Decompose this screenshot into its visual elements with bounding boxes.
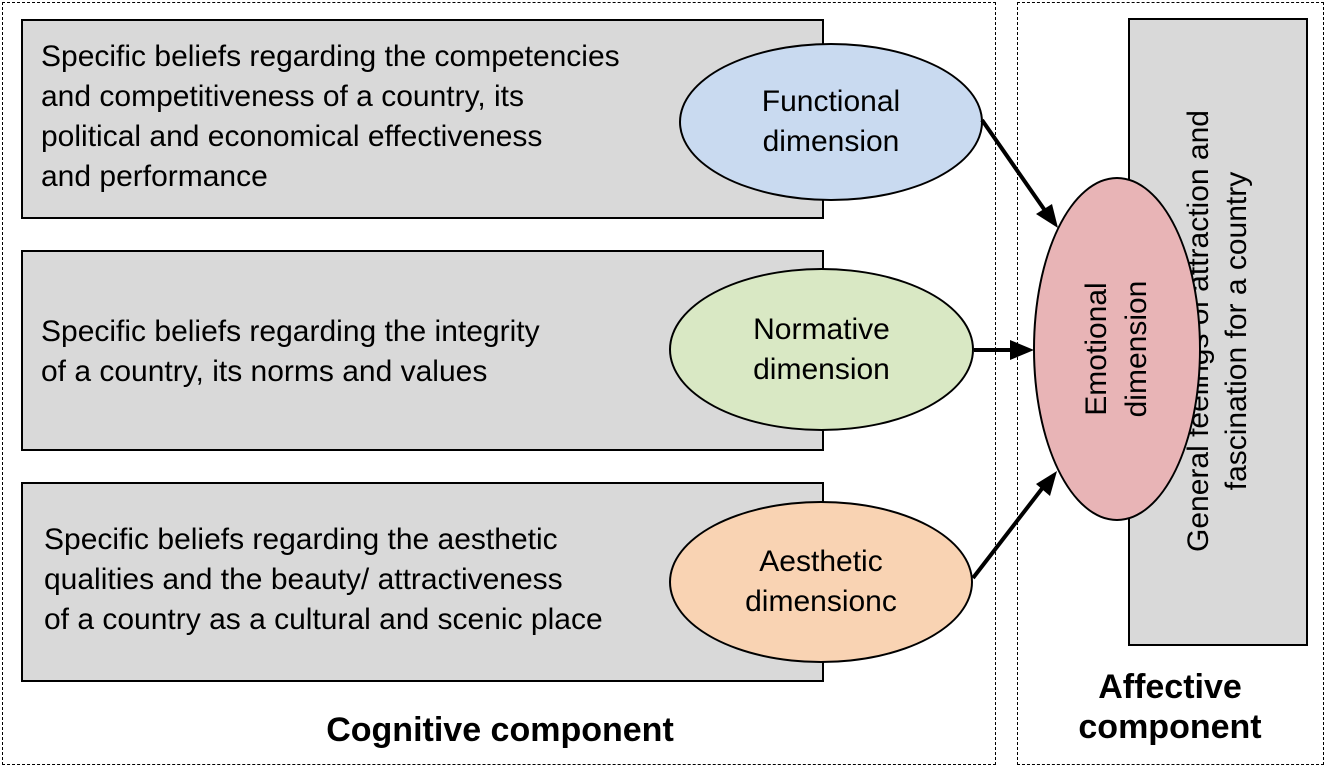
cognitive-component-title: Cognitive component xyxy=(326,711,674,749)
functional-dimension-ellipse: Functional dimension xyxy=(679,43,983,201)
affective-component-title: Affective component xyxy=(1078,668,1262,746)
cognitive-component-region xyxy=(2,2,996,765)
aesthetic-beliefs-text: Specific beliefs regarding the aesthetic… xyxy=(44,523,603,636)
affective-component-region xyxy=(1017,2,1324,765)
emotional-dimension-ellipse xyxy=(1033,177,1201,521)
aesthetic-dimension-ellipse: Aesthetic dimensionc xyxy=(669,501,973,663)
emotional-dimension-label: Emotional dimension xyxy=(1080,280,1153,418)
normative-beliefs-text: Specific beliefs regarding the integrity… xyxy=(41,315,540,388)
normative-dimension-ellipse: Normative dimension xyxy=(669,268,974,431)
functional-beliefs-text: Specific beliefs regarding the competenc… xyxy=(41,40,620,193)
